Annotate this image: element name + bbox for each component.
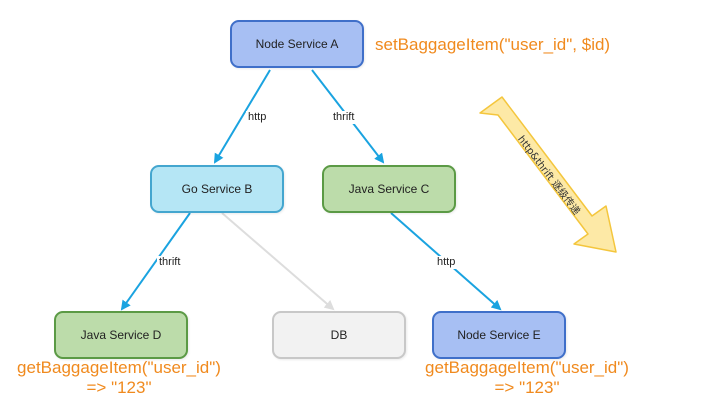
edge-b-to-d — [120, 212, 191, 311]
get-baggage-annotation-e: getBaggageItem("user_id") => "123" — [416, 358, 638, 398]
edge-b-to-db — [221, 212, 335, 311]
set-baggage-annotation: setBaggageItem("user_id", $id) — [375, 35, 611, 54]
go-service-b[interactable]: Go Service B — [150, 165, 284, 213]
node-service-e[interactable]: Node Service E — [432, 311, 566, 359]
java-service-c[interactable]: Java Service C — [322, 165, 456, 213]
get-baggage-e-call: getBaggageItem("user_id") — [425, 358, 629, 377]
get-baggage-e-result: => "123" — [494, 378, 560, 397]
propagation-arrow-shape — [479, 96, 617, 253]
get-baggage-d-call: getBaggageItem("user_id") — [17, 358, 221, 377]
db-node[interactable]: DB — [272, 311, 406, 359]
get-baggage-annotation-d: getBaggageItem("user_id") => "123" — [8, 358, 230, 398]
java-service-d[interactable]: Java Service D — [54, 311, 188, 359]
edge-label-a-b: http — [246, 111, 269, 124]
node-service-a[interactable]: Node Service A — [230, 20, 364, 68]
edge-label-b-d: thrift — [157, 256, 183, 269]
get-baggage-d-result: => "123" — [86, 378, 152, 397]
edge-a-to-b — [213, 69, 271, 164]
edge-label-a-c: thrift — [331, 111, 357, 124]
edge-label-c-e: http — [435, 256, 458, 269]
